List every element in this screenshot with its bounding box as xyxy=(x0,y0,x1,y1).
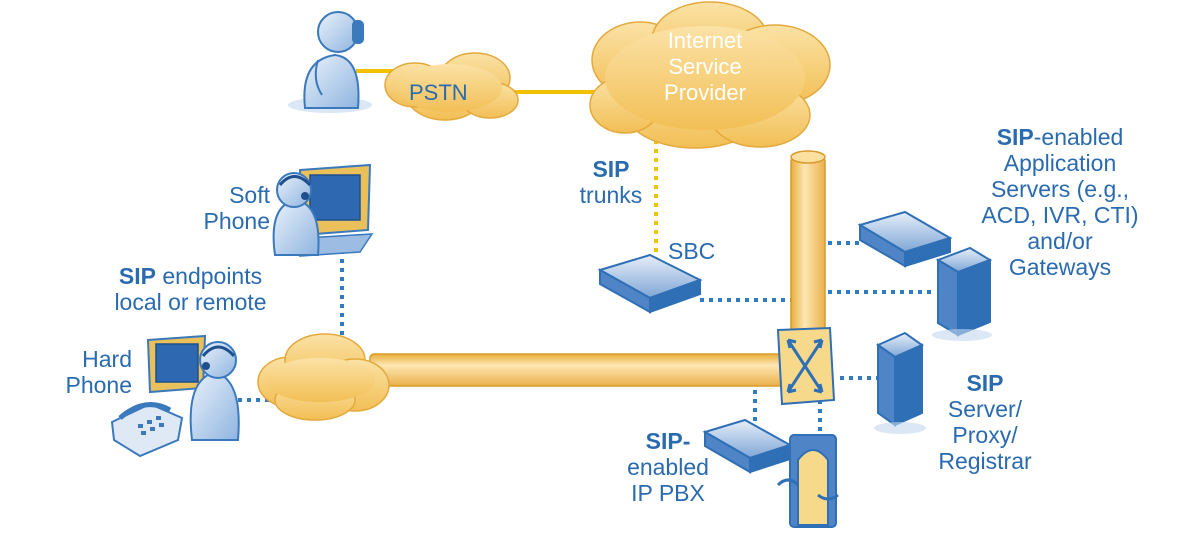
soft-phone-line-2: Phone xyxy=(203,208,270,234)
hard-phone-line-1: Hard xyxy=(82,346,132,372)
app-servers-line-2: Application xyxy=(1003,150,1117,176)
app-servers-bold: SIP xyxy=(996,124,1034,150)
app-servers-line-3: Servers (e.g., xyxy=(990,176,1130,202)
app-servers-line-6: Gateways xyxy=(1008,254,1112,280)
isp-label-line-3: Provider xyxy=(664,80,746,105)
sip-server-line-4: Registrar xyxy=(938,448,1032,474)
sbc-device-icon xyxy=(597,253,703,314)
sip-server-label: SIP Server/ Proxy/ Registrar xyxy=(920,370,1050,474)
tower-server-icon xyxy=(932,246,993,341)
lan-links xyxy=(238,241,935,432)
app-server-icon xyxy=(857,210,953,268)
ip-pbx-line-2: enabled xyxy=(627,454,709,480)
gateway-icon xyxy=(776,434,839,528)
endpoints-line-2: local or remote xyxy=(114,289,267,315)
switch-icon xyxy=(776,326,836,406)
horizontal-backbone-pipe xyxy=(369,353,801,387)
soft-phone-line-1: Soft xyxy=(229,182,270,208)
endpoints-text: endpoints xyxy=(155,263,263,289)
ip-pbx-dash: - xyxy=(682,428,691,454)
ip-pbx-line-3: IP PBX xyxy=(631,480,705,506)
sip-trunks-bold: SIP xyxy=(592,156,630,182)
hard-phone-user-icon xyxy=(146,334,240,441)
isp-cloud-icon xyxy=(589,1,831,149)
lan-cloud-icon xyxy=(257,333,390,421)
isp-label-line-1: Internet xyxy=(667,28,743,53)
soft-phone-user-icon xyxy=(272,163,374,257)
hard-phone-label: Hard Phone xyxy=(48,346,132,398)
sbc-label: SBC xyxy=(668,238,716,264)
hard-phone-line-2: Phone xyxy=(65,372,132,398)
app-servers-label: SIP-enabled Application Servers (e.g., A… xyxy=(955,124,1165,280)
app-servers-text: -enabled xyxy=(1033,124,1124,150)
ip-pbx-bold: SIP xyxy=(645,428,683,454)
sip-trunks-text: trunks xyxy=(579,182,643,208)
sip-server-line-2: Server/ xyxy=(947,396,1023,422)
sip-trunks-label: SIP trunks xyxy=(566,156,656,208)
pstn-cloud-icon xyxy=(384,52,519,121)
sip-server-line-3: Proxy/ xyxy=(952,422,1018,448)
isp-label: Internet Service Provider xyxy=(640,28,770,106)
sip-server-bold: SIP xyxy=(966,370,1004,396)
ip-pbx-label: SIP- enabled IP PBX xyxy=(608,428,728,506)
user-phone-icon xyxy=(288,11,372,113)
ip-pbx-icon xyxy=(702,418,793,474)
app-servers-line-5: and/or xyxy=(1027,228,1093,254)
app-servers-line-4: ACD, IVR, CTI) xyxy=(981,202,1139,228)
isp-label-line-2: Service xyxy=(668,54,742,79)
sip-server-icon xyxy=(874,331,926,434)
pstn-label: PSTN xyxy=(409,80,468,105)
endpoints-bold: SIP xyxy=(118,263,156,289)
sip-endpoints-label: SIP endpoints local or remote xyxy=(88,263,293,315)
soft-phone-label: Soft Phone xyxy=(180,182,270,234)
telephone-icon xyxy=(110,402,184,458)
